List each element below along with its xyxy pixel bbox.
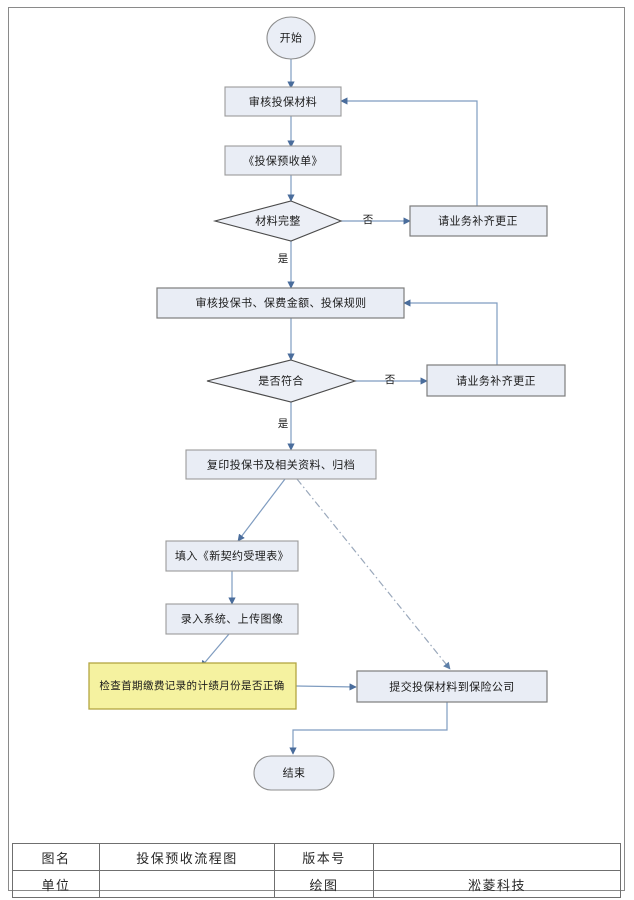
title-block-row-1: 图名 投保预收流程图 版本号 [12, 843, 621, 871]
title-block-label-version: 版本号 [274, 843, 374, 871]
node-submit-to-insurer-label: 提交投保材料到保险公司 [389, 680, 514, 694]
title-block-value-name: 投保预收流程图 [99, 843, 275, 871]
node-decision-conform[interactable]: 是否符合 [206, 359, 357, 403]
node-submit-to-insurer[interactable]: 提交投保材料到保险公司 [356, 670, 548, 703]
edge-label-materials-no: 否 [363, 214, 374, 226]
title-block-value-unit [99, 870, 275, 898]
connector-checkmonth-to-submit [295, 683, 357, 691]
edge-label-conform-no: 否 [385, 374, 396, 386]
node-fill-acceptance-form-label: 填入《新契约受理表》 [175, 549, 289, 563]
node-decision-materials-complete-label: 材料完整 [255, 214, 301, 228]
connector-copy-to-submit-dashdot [296, 478, 451, 670]
node-enter-system-upload-label: 录入系统、上传图像 [181, 613, 284, 626]
node-end-label: 结束 [283, 767, 306, 780]
node-check-first-payment-month-label: 检查首期缴费记录的计绩月份是否正确 [99, 679, 284, 692]
title-block-label-drawer: 绘图 [274, 870, 374, 898]
node-decision-conform-label: 是否符合 [258, 374, 304, 388]
node-copy-archive[interactable]: 复印投保书及相关资料、归档 [185, 449, 377, 480]
connector-fix2-to-audit [403, 299, 498, 365]
node-end[interactable]: 结束 [253, 755, 335, 791]
node-receipt-form[interactable]: 《投保预收单》 [224, 145, 342, 176]
node-audit-policy-label: 审核投保书、保费金额、投保规则 [196, 296, 367, 310]
title-block-value-version [373, 843, 621, 871]
node-request-fix-2[interactable]: 请业务补齐更正 [426, 364, 566, 397]
node-review-materials-label: 审核投保材料 [249, 95, 317, 109]
node-decision-materials-complete[interactable]: 材料完整 [212, 200, 343, 242]
node-enter-system-upload[interactable]: 录入系统、上传图像 [165, 603, 299, 635]
node-request-fix-2-label: 请业务补齐更正 [456, 374, 536, 388]
node-fill-acceptance-form[interactable]: 填入《新契约受理表》 [165, 540, 299, 572]
node-request-fix-1[interactable]: 请业务补齐更正 [409, 205, 548, 237]
title-block-row-2: 单位 绘图 淞菱科技 [12, 870, 621, 898]
title-block-label-unit: 单位 [12, 870, 100, 898]
connector-entry-to-checkmonth [200, 633, 230, 668]
node-audit-policy[interactable]: 审核投保书、保费金额、投保规则 [156, 287, 405, 319]
connector-copy-to-fillform [237, 478, 286, 542]
title-block-label-name: 图名 [12, 843, 100, 871]
title-block-value-drawer: 淞菱科技 [373, 870, 621, 898]
node-copy-archive-label: 复印投保书及相关资料、归档 [207, 458, 355, 472]
node-start-label: 开始 [280, 31, 303, 45]
node-request-fix-1-label: 请业务补齐更正 [438, 214, 518, 228]
node-receipt-form-label: 《投保预收单》 [243, 154, 323, 168]
title-block-table: 图名 投保预收流程图 版本号 单位 绘图 淞菱科技 [12, 843, 621, 898]
connector-fix1-to-review [340, 97, 478, 206]
flowchart-canvas: 开始 审核投保材料 《投保预收单》 材料完整 请业务补齐更正 审核投保书、保费金… [88, 16, 566, 791]
node-review-materials[interactable]: 审核投保材料 [224, 86, 342, 117]
node-start[interactable]: 开始 [266, 16, 316, 60]
edge-label-materials-yes: 是 [278, 253, 289, 265]
edge-label-conform-yes: 是 [278, 418, 289, 430]
node-check-first-payment-month[interactable]: 检查首期缴费记录的计绩月份是否正确 [88, 662, 297, 710]
connector-submit-to-end [289, 701, 448, 755]
